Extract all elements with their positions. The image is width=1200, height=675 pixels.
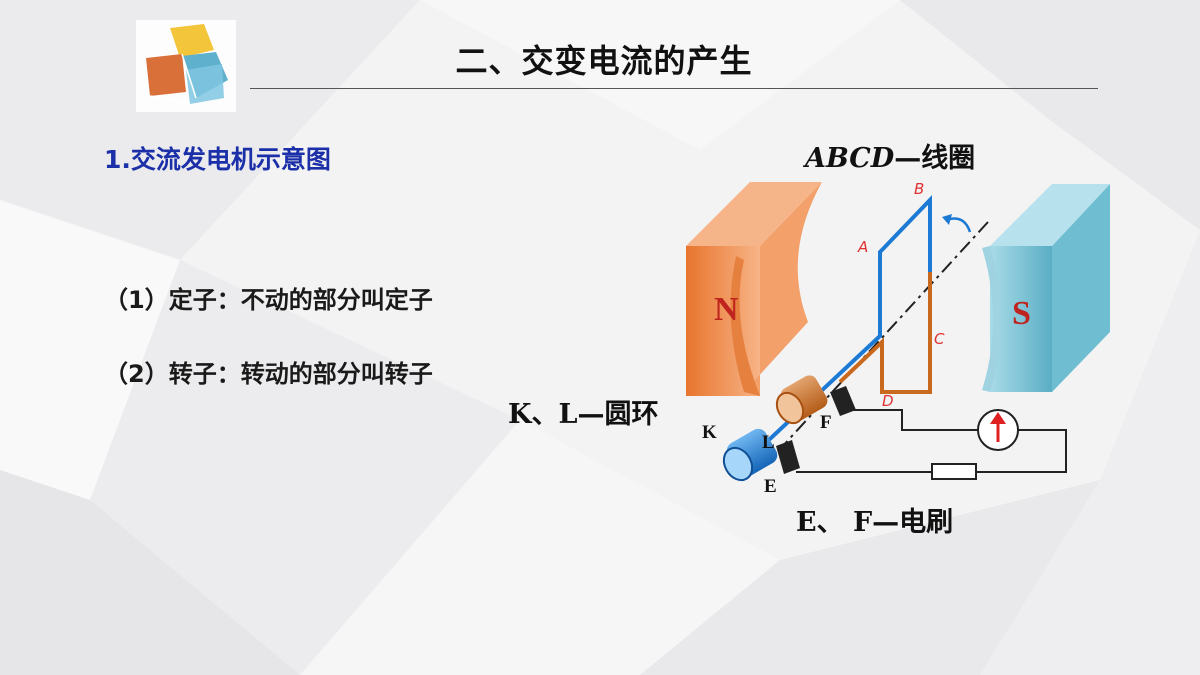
- section-heading: 1.交流发电机示意图: [104, 145, 331, 174]
- brushes-label-text: —电刷: [872, 507, 954, 538]
- ammeter: [977, 409, 1019, 451]
- magnet-north-letter: N: [714, 291, 739, 328]
- rings-label: K、L—圆环: [508, 392, 658, 431]
- rotor-description: （2）转子：转动的部分叫转子: [104, 360, 433, 388]
- circuit-wire-right: [966, 429, 1067, 473]
- point-c-label: C: [934, 330, 945, 348]
- point-k-label: K: [702, 422, 717, 443]
- point-b-label: B: [914, 180, 924, 198]
- north-magnet: N: [686, 182, 822, 396]
- point-e-label: E: [764, 476, 777, 497]
- south-magnet: S: [982, 184, 1110, 392]
- slip-ring-l: [775, 375, 828, 425]
- brush-e: [776, 440, 800, 474]
- point-a-label: A: [857, 238, 868, 256]
- circuit-wire-top: [850, 409, 978, 431]
- logo-cubes: [136, 20, 236, 112]
- coil-blue-half: [754, 195, 932, 454]
- coil-label-text: —线圈: [894, 143, 976, 174]
- title-divider: [250, 88, 1098, 89]
- generator-diagram: N S A B C D K L E: [686, 180, 1110, 497]
- coil-label: ABCD—线圈: [805, 136, 975, 175]
- point-d-label: D: [882, 392, 894, 410]
- coil-orange-half: [838, 272, 932, 394]
- rings-label-text: —圆环: [577, 399, 659, 430]
- brushes-label: E、 F—电刷: [796, 500, 953, 539]
- coil-label-letters: ABCD: [805, 143, 895, 174]
- point-f-label: F: [820, 412, 832, 433]
- stator-description: （1）定子：不动的部分叫定子: [104, 286, 433, 314]
- page-title: 二、交变电流的产生: [455, 42, 753, 80]
- slip-ring-k: [722, 428, 778, 482]
- brushes-label-letters: E、 F: [796, 507, 873, 538]
- magnet-south-letter: S: [1012, 295, 1031, 332]
- resistor: [931, 463, 977, 480]
- brush-f: [830, 386, 856, 416]
- rings-label-letters: K、L: [508, 399, 578, 430]
- point-l-label: L: [762, 432, 775, 453]
